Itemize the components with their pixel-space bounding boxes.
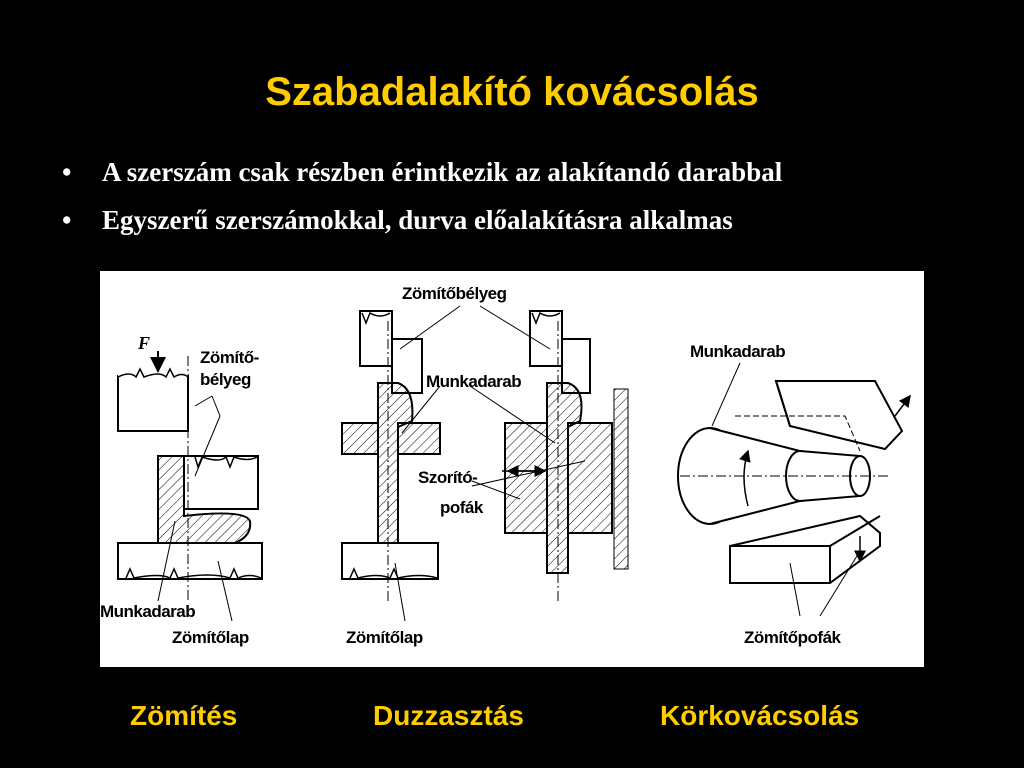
heading-clamp-label-2: pofák xyxy=(440,498,484,517)
bullet-list: • A szerszám csak részben érintkezik az … xyxy=(60,158,1000,254)
caption-rotary: Körkovácsolás xyxy=(660,700,860,731)
bullet-text: Egyszerű szerszámokkal, durva előalakítá… xyxy=(102,205,733,235)
bullet-text: A szerszám csak részben érintkezik az al… xyxy=(102,157,783,187)
upsetting-plate-label: Zömítőlap xyxy=(172,628,249,647)
bullet-symbol: • xyxy=(62,157,72,187)
rotary-jaws-label: Zömítőpofák xyxy=(744,628,842,647)
clamp-jaw-right xyxy=(567,422,613,534)
caption-upsetting: Zömítés xyxy=(130,700,238,731)
upsetting-section: F Zömítő- bélyeg Munkadarab Z xyxy=(100,333,263,647)
upper-jaw xyxy=(774,380,904,451)
upper-die xyxy=(117,375,189,432)
lower-jaw xyxy=(729,514,881,584)
forging-diagram-svg: F Zömítő- bélyeg Munkadarab Z xyxy=(100,284,911,647)
upsetting-workpiece xyxy=(157,455,252,544)
rotary-workpiece-label: Munkadarab xyxy=(690,342,785,361)
rotary-section: Munkadarab Zömítőpofák xyxy=(677,342,911,647)
bullet-item: • Egyszerű szerszámokkal, durva előalakí… xyxy=(60,206,1000,234)
heading-plate xyxy=(341,542,439,580)
rotation-arrow-icon xyxy=(739,449,751,507)
upsetting-die-label-2: bélyeg xyxy=(200,370,251,389)
heading-wall xyxy=(613,388,629,570)
caption-heading: Duzzasztás xyxy=(373,700,524,731)
heading-plate-label: Zömítőlap xyxy=(346,628,423,647)
heading-section: Zömítőbélyeg Munkadarab Szorító- pofák Z… xyxy=(341,284,629,647)
upsetting-stamp xyxy=(183,455,259,510)
heading-die-label: Zömítőbélyeg xyxy=(402,284,507,303)
force-label: F xyxy=(137,333,150,353)
upsetting-die-label-1: Zömítő- xyxy=(200,348,259,367)
heading-workpiece-label: Munkadarab xyxy=(426,372,521,391)
bullet-symbol: • xyxy=(62,205,72,235)
upsetting-workpiece-label: Munkadarab xyxy=(100,602,195,621)
heading-clamp-label-1: Szorító- xyxy=(418,468,477,487)
slide-title: Szabadalakító kovácsolás xyxy=(265,70,759,114)
jaw-arrow-icon xyxy=(894,394,911,417)
forging-diagram: F Zömítő- bélyeg Munkadarab Z xyxy=(100,271,924,667)
bullet-item: • A szerszám csak részben érintkezik az … xyxy=(60,158,1000,186)
heading-workpiece-left xyxy=(377,382,414,572)
upsetting-plate xyxy=(117,542,263,580)
clamp-jaw-left xyxy=(504,422,548,534)
